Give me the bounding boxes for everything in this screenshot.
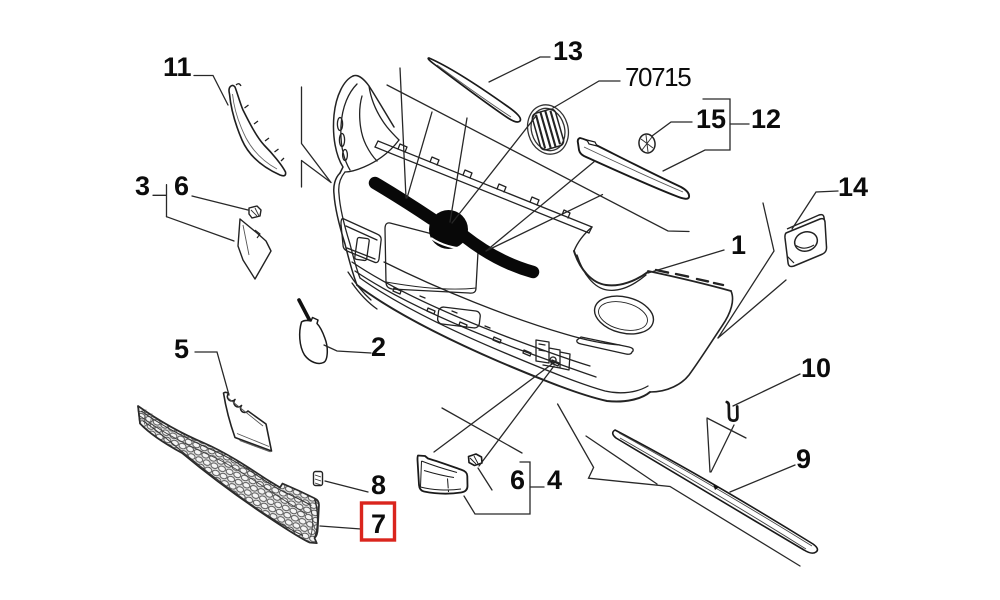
svg-text:8: 8: [371, 470, 386, 500]
svg-text:11: 11: [163, 52, 192, 82]
svg-text:10: 10: [801, 353, 831, 383]
svg-text:7: 7: [371, 509, 386, 539]
svg-text:5: 5: [174, 334, 189, 364]
svg-text:12: 12: [751, 104, 781, 134]
svg-text:70715: 70715: [625, 62, 691, 92]
svg-text:6: 6: [174, 171, 189, 201]
svg-text:6: 6: [510, 465, 525, 495]
svg-text:3: 3: [135, 171, 150, 201]
svg-text:15: 15: [696, 104, 726, 134]
svg-text:4: 4: [547, 465, 562, 495]
svg-text:9: 9: [796, 444, 811, 474]
svg-text:14: 14: [838, 172, 868, 202]
svg-text:2: 2: [371, 332, 386, 362]
svg-text:1: 1: [731, 230, 746, 260]
svg-text:13: 13: [553, 36, 583, 66]
